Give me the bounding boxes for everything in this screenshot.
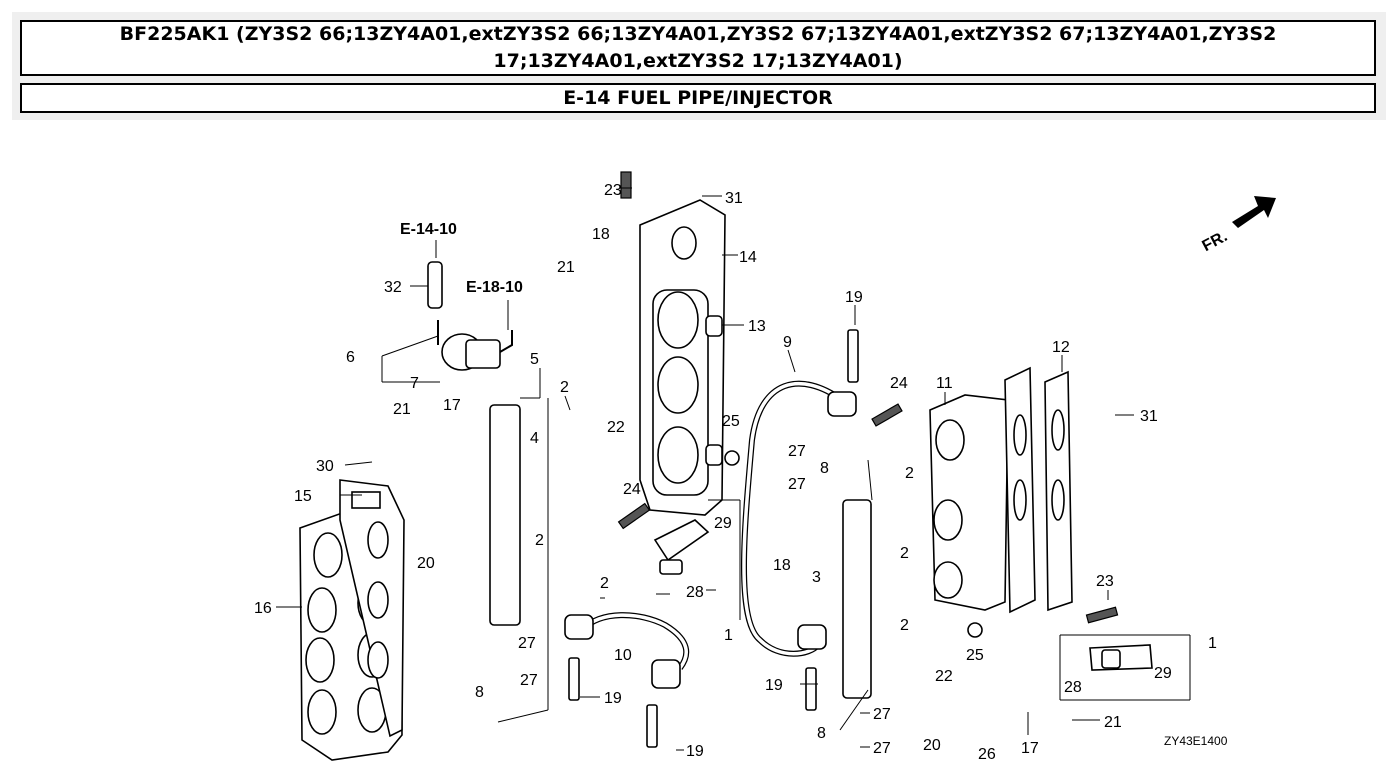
callout-3: 3	[812, 569, 821, 586]
callout-18: 18	[592, 226, 610, 243]
front-direction-label: FR.	[1200, 228, 1231, 255]
callout-26: 26	[978, 746, 996, 763]
callout-23: 23	[604, 182, 622, 199]
callout-23: 23	[1096, 573, 1114, 590]
callout-8: 8	[475, 684, 484, 701]
intake-manifold-11	[929, 394, 1009, 611]
callout-15: 15	[294, 488, 312, 505]
callout-1: 1	[1208, 635, 1217, 652]
callout-9: 9	[783, 334, 792, 351]
callout-31: 31	[1140, 408, 1158, 425]
callout-21: 21	[557, 259, 575, 276]
callout-25: 25	[966, 647, 984, 664]
stud-23	[620, 171, 632, 199]
callout-8: 8	[817, 725, 826, 742]
callout-29: 29	[714, 515, 732, 532]
callout-21: 21	[393, 401, 411, 418]
callout-12: 12	[1052, 339, 1070, 356]
fuel-pipe-9	[741, 380, 844, 657]
callout-30: 30	[316, 458, 334, 475]
callout-2: 2	[560, 379, 569, 396]
pressure-regulator-6	[437, 320, 513, 371]
gasket-12	[1004, 366, 1073, 614]
callout-19: 19	[686, 743, 704, 760]
hose-32	[427, 261, 443, 309]
ref-e18-10: E-18-10	[466, 279, 523, 296]
callout-21: 21	[1104, 714, 1122, 731]
callout-24: 24	[890, 375, 908, 392]
callout-4: 4	[530, 430, 539, 447]
callout-14: 14	[739, 249, 757, 266]
callout-1: 1	[724, 627, 733, 644]
nut-25	[724, 450, 740, 466]
callout-7: 7	[410, 375, 419, 392]
model-title: BF225AK1 (ZY3S2 66;13ZY4A01,extZY3S2 66;…	[20, 20, 1376, 76]
callout-18: 18	[773, 557, 791, 574]
callout-2: 2	[905, 465, 914, 482]
injector-right	[1089, 644, 1153, 671]
callout-28: 28	[686, 584, 704, 601]
intake-manifold-13	[652, 289, 723, 496]
callout-24: 24	[623, 481, 641, 498]
callout-28: 28	[1064, 679, 1082, 696]
callout-27: 27	[788, 476, 806, 493]
callout-11: 11	[936, 375, 953, 392]
section-title: E-14 FUEL PIPE/INJECTOR	[20, 83, 1376, 113]
header-panel: BF225AK1 (ZY3S2 66;13ZY4A01,extZY3S2 66;…	[12, 12, 1386, 120]
leader-lines	[276, 187, 1191, 751]
callout-16: 16	[254, 600, 272, 617]
callout-27: 27	[873, 740, 891, 757]
front-direction-arrow: FR.	[1200, 196, 1276, 255]
callout-31: 31	[725, 190, 743, 207]
gasket-15	[339, 479, 405, 738]
callout-19: 19	[765, 677, 783, 694]
part-callouts: 23 31 18 14 32 21 13 6 7 5 2 22 9 19 24 …	[254, 182, 1217, 763]
callout-13: 13	[748, 318, 766, 335]
callout-2: 2	[900, 545, 909, 562]
callout-2: 2	[900, 617, 909, 634]
callout-27: 27	[873, 706, 891, 723]
callout-2: 2	[600, 575, 609, 592]
callout-19: 19	[604, 690, 622, 707]
callout-8: 8	[820, 460, 829, 477]
fuel-rail-3	[842, 499, 872, 699]
callout-20: 20	[417, 555, 435, 572]
callout-27: 27	[788, 443, 806, 460]
callout-25: 25	[722, 413, 740, 430]
callout-20: 20	[923, 737, 941, 754]
image-code: ZY43E1400	[1164, 734, 1228, 748]
stud-24	[871, 403, 903, 427]
callout-17: 17	[443, 397, 461, 414]
callout-22: 22	[935, 668, 953, 685]
callout-2: 2	[535, 532, 544, 549]
injector-left	[653, 519, 710, 575]
bolt-19	[847, 329, 859, 383]
callout-19: 19	[845, 289, 863, 306]
callout-27: 27	[520, 672, 538, 689]
callout-10: 10	[614, 647, 632, 664]
callout-27: 27	[518, 635, 536, 652]
ref-e14-10: E-14-10	[400, 221, 457, 238]
callout-22: 22	[607, 419, 625, 436]
callout-17: 17	[1021, 740, 1039, 757]
callout-29: 29	[1154, 665, 1172, 682]
callout-5: 5	[530, 351, 539, 368]
callout-32: 32	[384, 279, 402, 296]
callout-6: 6	[346, 349, 355, 366]
fuel-rail-5	[489, 404, 521, 626]
